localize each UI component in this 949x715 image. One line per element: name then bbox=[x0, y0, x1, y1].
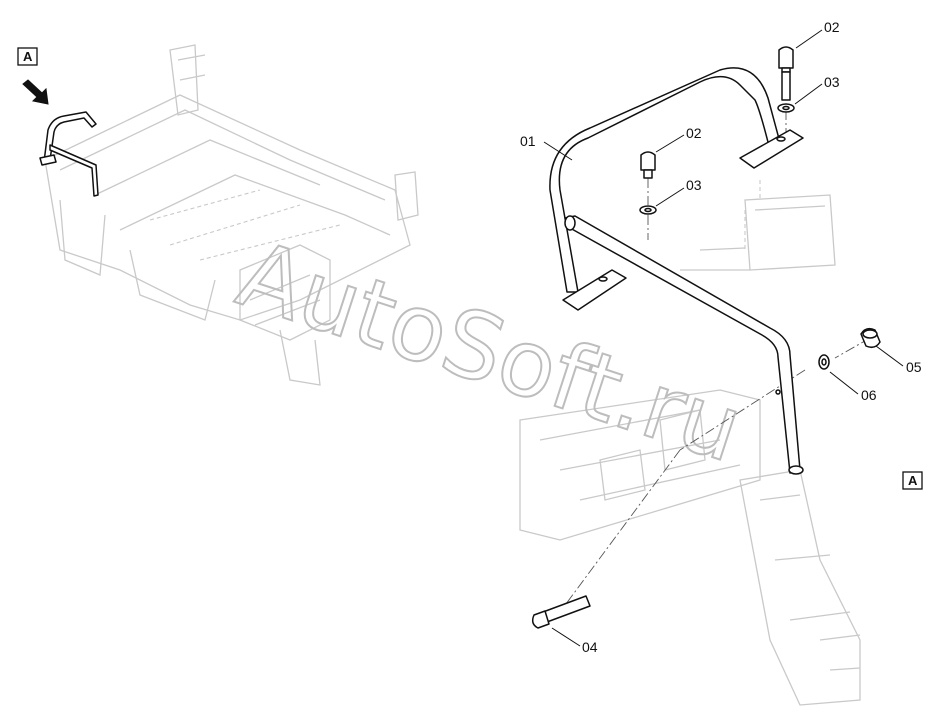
callout-02-upper: 02 bbox=[824, 19, 840, 35]
view-arrow bbox=[22, 79, 49, 105]
svg-text:A: A bbox=[23, 49, 33, 64]
view-marker-top-left: A bbox=[17, 47, 38, 66]
callout-06: 06 bbox=[861, 387, 877, 403]
svg-text:AutoSoft.ru: AutoSoft.ru bbox=[226, 220, 754, 483]
view-marker-right: A bbox=[902, 471, 923, 490]
watermark: AutoSoft.ru bbox=[225, 219, 755, 484]
svg-text:A: A bbox=[908, 473, 918, 488]
leader-lines bbox=[543, 29, 904, 647]
overview-handle bbox=[39, 111, 99, 197]
part-01-handle-bar bbox=[549, 67, 804, 475]
callout-04: 04 bbox=[582, 639, 598, 655]
part-02-bolt-lower bbox=[640, 151, 656, 179]
overview-frame bbox=[44, 44, 419, 386]
part-02-bolt-upper bbox=[778, 46, 794, 101]
part-04-long-bolt bbox=[531, 595, 591, 629]
callout-05: 05 bbox=[906, 359, 922, 375]
part-06-washer bbox=[818, 354, 830, 370]
frame-outline bbox=[519, 180, 861, 706]
callout-03-lower: 03 bbox=[686, 177, 702, 193]
callout-01: 01 bbox=[520, 133, 536, 149]
part-03-washer-upper bbox=[777, 103, 795, 113]
part-05-nut bbox=[860, 327, 881, 349]
part-03-washer-lower bbox=[639, 205, 657, 215]
callout-02-lower: 02 bbox=[686, 125, 702, 141]
callout-03-upper: 03 bbox=[824, 74, 840, 90]
callout-labels: 01 02 03 02 03 05 06 04 bbox=[520, 19, 922, 655]
